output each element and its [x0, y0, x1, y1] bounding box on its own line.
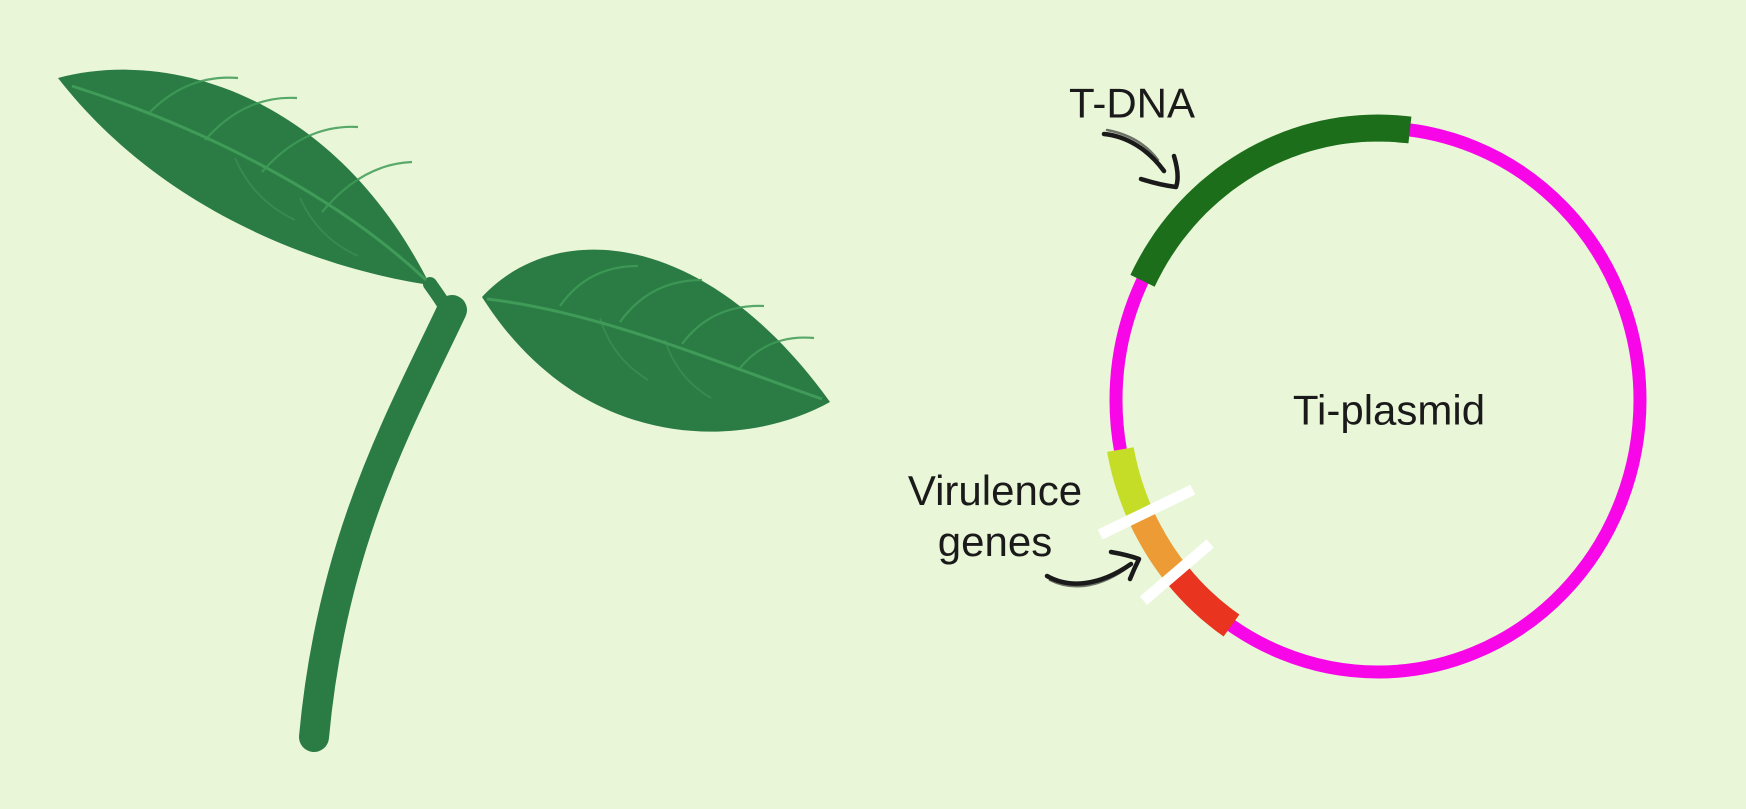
leaf-left-petiole — [423, 277, 458, 327]
virulence-segment-orange — [1128, 509, 1187, 582]
virulence-segment-red — [1165, 564, 1240, 637]
virulence-genes-label: Virulence genes — [908, 465, 1082, 567]
virulence-genes-label-line1: Virulence — [907, 466, 1083, 514]
stem — [299, 295, 467, 752]
virulence-segment-yellow-green — [1107, 447, 1153, 521]
t-dna-segment — [1130, 114, 1412, 287]
t-dna-label: T-DNA — [1069, 79, 1195, 127]
plant-seedling — [58, 69, 830, 752]
leaf-left-veins — [71, 76, 428, 282]
virulence-genes-arrow-icon — [1044, 549, 1142, 588]
leaf-left — [58, 69, 430, 285]
leaf-right-veins — [486, 264, 823, 401]
ti-plasmid-label: Ti-plasmid — [1292, 386, 1486, 434]
t-dna-arrow-icon — [1101, 128, 1180, 190]
segment-divider-tick-2 — [1139, 539, 1214, 605]
ti-plasmid-ring — [1097, 114, 1647, 679]
segment-divider-tick-1 — [1097, 484, 1196, 540]
virulence-genes-label-line2: genes — [937, 518, 1053, 565]
